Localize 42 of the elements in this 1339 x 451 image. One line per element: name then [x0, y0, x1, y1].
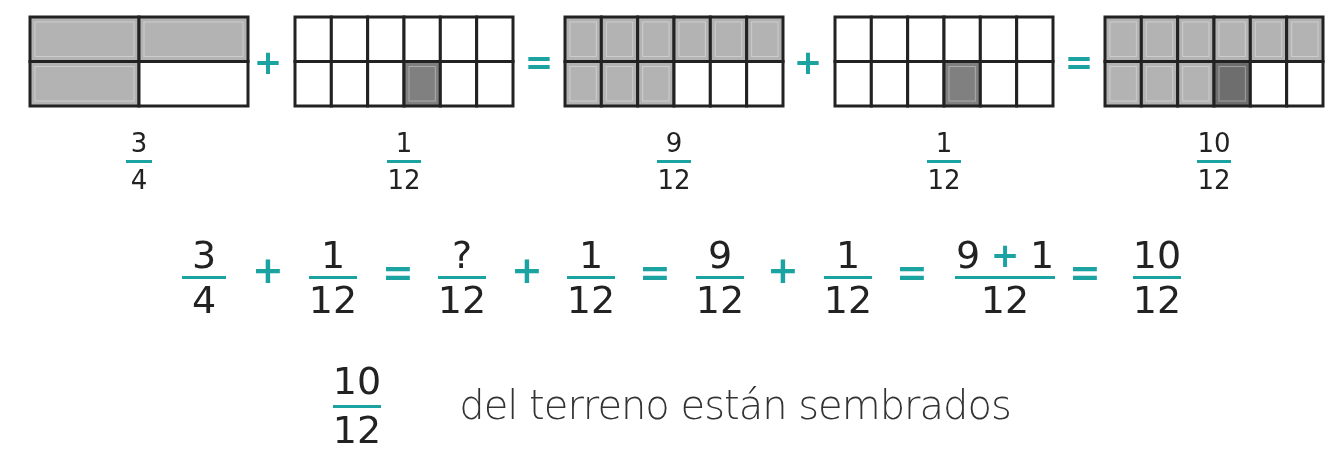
denominator: 12: [695, 281, 745, 319]
numerator: 3: [191, 236, 217, 274]
math-operator: +: [793, 45, 823, 79]
math-operator: =: [382, 253, 414, 291]
sentence: del terreno están sembrados: [459, 385, 1011, 425]
numerator: 9: [955, 236, 981, 274]
math-operator: =: [524, 45, 554, 79]
math-operator: =: [896, 253, 928, 291]
denominator: 12: [308, 281, 358, 319]
denominator: 4: [191, 281, 217, 319]
denominator: 12: [566, 281, 616, 319]
numerator: 10: [332, 362, 382, 400]
numerator: 10: [1132, 236, 1182, 274]
math-operator: +: [767, 251, 799, 289]
math-operator: +: [511, 251, 543, 289]
denominator: 12: [1132, 281, 1182, 319]
math-operator: =: [1064, 45, 1094, 79]
math-operator: =: [1069, 253, 1101, 291]
numerator: 1: [395, 130, 413, 156]
denominator: 12: [387, 167, 421, 193]
numerator: 1: [578, 236, 604, 274]
numerator: 1: [320, 236, 346, 274]
math-operator: =: [639, 253, 671, 291]
numerator: 1: [1029, 236, 1055, 274]
denominator: 12: [657, 167, 691, 193]
numerator: 3: [130, 130, 148, 156]
denominator: 4: [130, 167, 148, 193]
denominator: 12: [437, 281, 487, 319]
numerator: ?: [451, 236, 473, 274]
numerator: 1: [835, 236, 861, 274]
denominator: 12: [1197, 167, 1231, 193]
math-operator: +: [252, 251, 284, 289]
numerator: 9: [707, 236, 733, 274]
denominator: 12: [823, 281, 873, 319]
math-operator: +: [253, 45, 283, 79]
denominator: 12: [927, 167, 961, 193]
numerator: 1: [935, 130, 953, 156]
numerator: 9: [665, 130, 683, 156]
denominator: 12: [332, 411, 382, 449]
math-operator: +: [990, 237, 1020, 273]
numerator: 10: [1197, 130, 1231, 156]
denominator: 12: [980, 281, 1030, 319]
